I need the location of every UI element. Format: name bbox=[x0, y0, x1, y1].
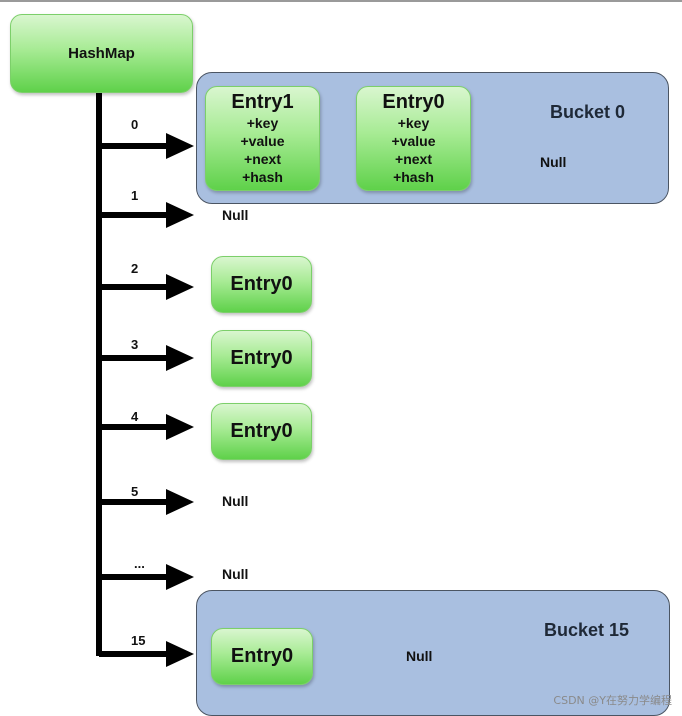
entry0-index-2-title: Entry0 bbox=[230, 273, 293, 295]
index-label-15: 15 bbox=[131, 633, 146, 648]
index-label-3: 3 bbox=[131, 337, 139, 352]
entry1-title: Entry1 bbox=[231, 91, 294, 113]
index-arrow-1 bbox=[99, 202, 194, 228]
index-arrow-15 bbox=[99, 641, 194, 667]
entry0-top-field-next: +next bbox=[395, 151, 432, 167]
null-label-index-5: Null bbox=[222, 493, 249, 509]
watermark: CSDN @Y在努力学编程 bbox=[553, 694, 672, 707]
entry0-index-2: Entry0 bbox=[211, 256, 312, 313]
entry0-index-15-title: Entry0 bbox=[230, 645, 294, 667]
entry0-index-4-title: Entry0 bbox=[230, 420, 293, 442]
null-label-index-1: Null bbox=[222, 207, 249, 223]
top-border bbox=[0, 0, 682, 2]
index-arrow-4 bbox=[99, 414, 194, 440]
bucket-15-title: Bucket 15 bbox=[544, 620, 630, 640]
entry0-top-field-hash: +hash bbox=[393, 169, 434, 185]
entry0-index-4: Entry0 bbox=[211, 403, 312, 460]
index-arrow-0 bbox=[99, 133, 194, 159]
entry0-index-3: Entry0 bbox=[211, 330, 312, 387]
index-label-2: 2 bbox=[131, 261, 139, 276]
index-label-5: 5 bbox=[131, 484, 139, 499]
index-arrow-3 bbox=[99, 345, 194, 371]
index-arrow-2 bbox=[99, 274, 194, 300]
entry0-top-box: Entry0 +key +value +next +hash bbox=[356, 86, 471, 191]
entry1-field-key: +key bbox=[246, 115, 279, 131]
index-label-4: 4 bbox=[131, 409, 139, 424]
index-label-ellipsis: ... bbox=[134, 556, 145, 571]
null-label-bucket0: Null bbox=[540, 154, 567, 170]
hashmap-box: HashMap bbox=[10, 14, 193, 93]
entry0-index-3-title: Entry0 bbox=[230, 347, 293, 369]
null-label-index-ellipsis: Null bbox=[222, 566, 249, 582]
index-label-1: 1 bbox=[131, 188, 139, 203]
null-label-bucket15: Null bbox=[406, 648, 433, 664]
index-arrow-ellipsis bbox=[99, 564, 194, 590]
index-arrow-5 bbox=[99, 489, 194, 515]
entry1-box: Entry1 +key +value +next +hash bbox=[205, 86, 320, 191]
entry0-index-15: Entry0 bbox=[211, 628, 313, 685]
entry1-field-value: +value bbox=[240, 133, 285, 149]
entry0-top-title: Entry0 bbox=[382, 91, 445, 113]
entry1-field-hash: +hash bbox=[242, 169, 283, 185]
bucket-0-title: Bucket 0 bbox=[550, 102, 626, 122]
index-label-0: 0 bbox=[131, 117, 139, 132]
entry1-field-next: +next bbox=[244, 151, 281, 167]
hashmap-label: HashMap bbox=[68, 45, 135, 62]
entry0-top-field-key: +key bbox=[397, 115, 430, 131]
entry0-top-field-value: +value bbox=[391, 133, 436, 149]
